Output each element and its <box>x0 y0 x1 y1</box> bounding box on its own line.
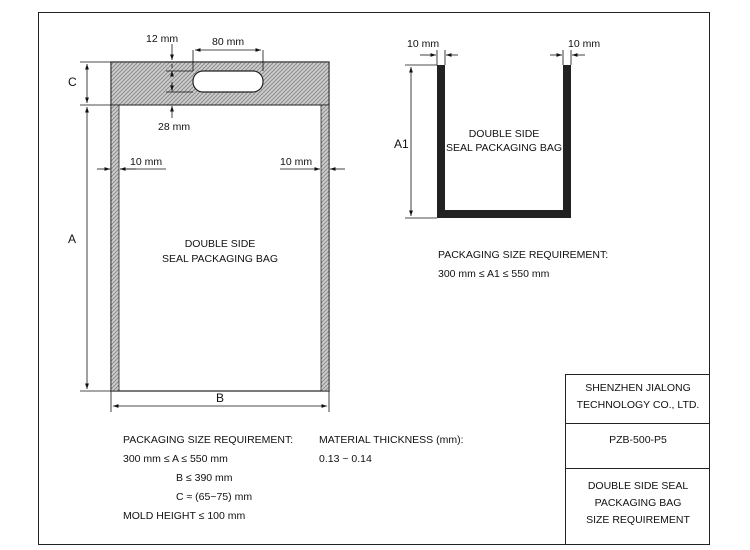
drawing-title-line3: SIZE REQUIREMENT <box>586 514 690 526</box>
right-requirements-heading: PACKAGING SIZE REQUIREMENT: <box>438 249 609 261</box>
material-heading: MATERIAL THICKNESS (mm): <box>319 434 464 446</box>
material-thickness: MATERIAL THICKNESS (mm): 0.13 ~ 0.14 <box>319 431 463 469</box>
right-bag-title: DOUBLE SIDE SEAL PACKAGING BAG <box>445 127 563 155</box>
left-bag-title-line2: SEAL PACKAGING BAG <box>161 253 279 265</box>
company-line2: TECHNOLOGY CO., LTD. <box>576 399 700 411</box>
dim-b <box>110 391 330 412</box>
right-requirements: PACKAGING SIZE REQUIREMENT: 300 mm ≤ A1 … <box>438 246 608 284</box>
title-block-divider <box>566 468 710 469</box>
dim-c-label: C <box>68 75 77 89</box>
right-bag-dimensions <box>405 50 585 219</box>
seal-right-label: 10 mm <box>280 156 313 168</box>
drawing-title-line1: DOUBLE SIDE SEAL <box>587 480 689 492</box>
seal-left-label: 10 mm <box>130 156 163 168</box>
company-name: SHENZHEN JIALONG TECHNOLOGY CO., LTD. <box>566 380 710 414</box>
material-value: 0.13 ~ 0.14 <box>319 453 372 465</box>
dim-a <box>80 107 111 392</box>
title-block-divider <box>566 423 710 424</box>
req-line-c: C ≈ (65~75) mm <box>176 491 253 503</box>
right-bag-title-line1: DOUBLE SIDE <box>468 128 540 140</box>
drawing-title: DOUBLE SIDE SEAL PACKAGING BAG SIZE REQU… <box>566 478 710 529</box>
handle-top-label: 12 mm <box>146 33 179 45</box>
company-line1: SHENZHEN JIALONG <box>585 382 691 394</box>
req-line-b: B ≤ 390 mm <box>176 472 233 484</box>
dim-a1-label: A1 <box>394 137 409 151</box>
right-seal-right-label: 10 mm <box>568 38 601 50</box>
drawing-sheet <box>38 12 710 545</box>
size-requirements: PACKAGING SIZE REQUIREMENT: 300 mm ≤ A ≤… <box>123 431 293 526</box>
right-bag-outline <box>437 65 571 218</box>
right-bag-title-line2: SEAL PACKAGING BAG <box>445 142 563 154</box>
drawing-number: PZB-500-P5 <box>609 434 667 446</box>
left-bag-title-line1: DOUBLE SIDE <box>184 238 256 250</box>
dim-b-label: B <box>216 391 225 405</box>
left-bag-outline <box>110 61 330 392</box>
drawing-title-line2: PACKAGING BAG <box>594 497 682 509</box>
req-line-a: 300 mm ≤ A ≤ 550 mm <box>123 453 228 465</box>
handle-bottom-label: 28 mm <box>158 121 191 133</box>
size-requirements-heading: PACKAGING SIZE REQUIREMENT: <box>123 434 294 446</box>
right-requirements-line: 300 mm ≤ A1 ≤ 550 mm <box>438 268 550 280</box>
dim-a-label: A <box>68 232 77 246</box>
handle-width-label: 80 mm <box>212 36 245 48</box>
dim-c <box>80 61 111 106</box>
left-bag-title: DOUBLE SIDE SEAL PACKAGING BAG <box>150 237 290 267</box>
req-line-mold: MOLD HEIGHT ≤ 100 mm <box>123 510 246 522</box>
right-seal-left-label: 10 mm <box>407 38 440 50</box>
handle-dimensions <box>166 44 264 118</box>
title-block: SHENZHEN JIALONG TECHNOLOGY CO., LTD. PZ… <box>565 374 710 545</box>
